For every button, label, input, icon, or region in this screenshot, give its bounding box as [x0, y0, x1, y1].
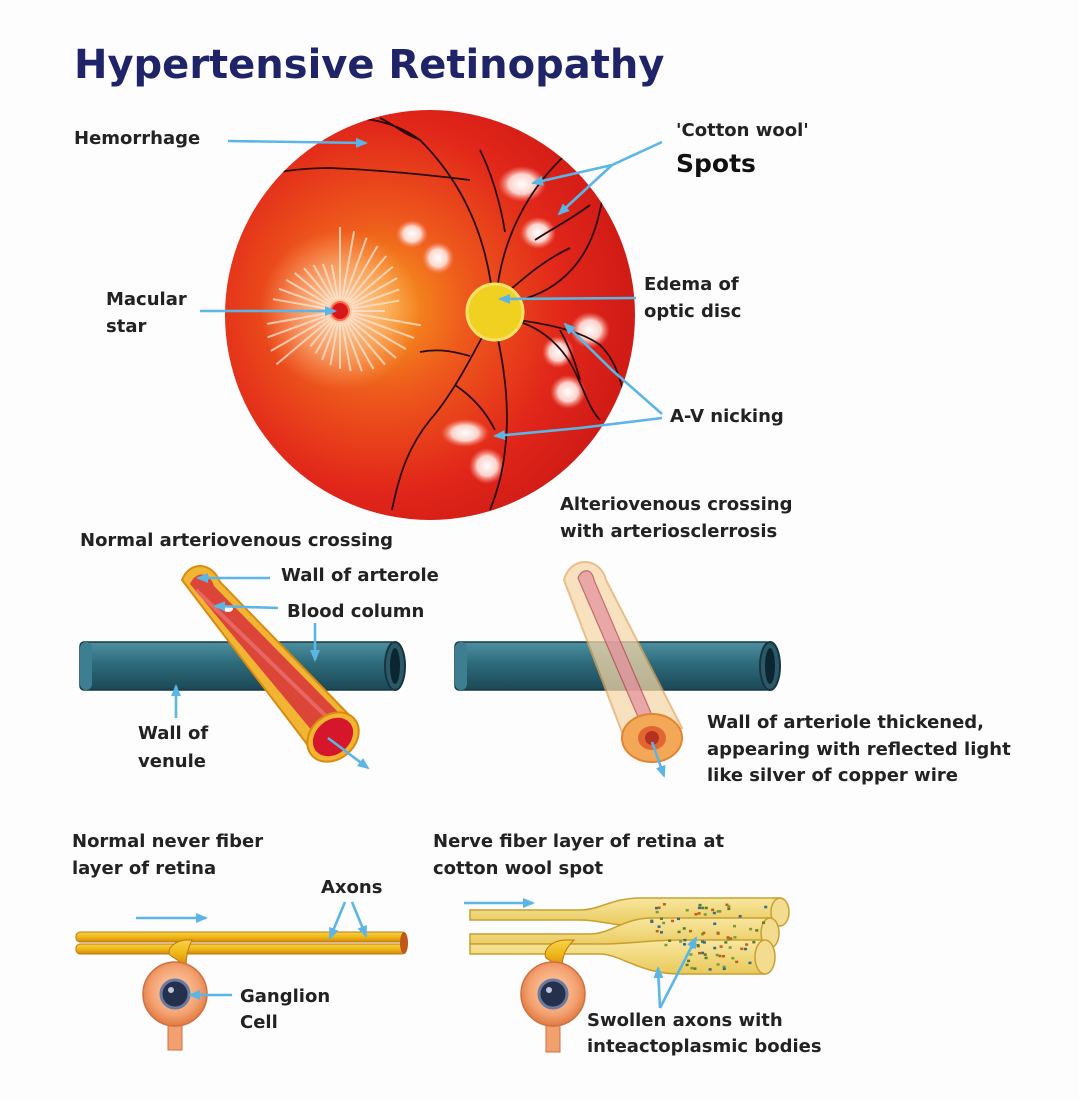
sclerotic-crossing-heading-line1: Alteriovenous crossing [560, 494, 792, 515]
edema-label-line1: Edema of [644, 274, 739, 295]
wall-of-arteriole-label: Wall of arterole [281, 565, 439, 586]
av-nicking-arrow-2 [493, 416, 663, 441]
normal-axons [75, 931, 408, 955]
ganglion-label-line2: Cell [240, 1012, 278, 1033]
wall-of-venule-label-line2: venule [138, 751, 206, 772]
axons-label: Axons [321, 877, 382, 898]
normal-crossing-heading: Normal arteriovenous crossing [80, 530, 393, 551]
blood-column-arrow [213, 601, 279, 612]
blood-flow-arrow [327, 736, 370, 770]
swollen-axons-label-line1: Swollen axons with [587, 1010, 783, 1031]
sclerotic-desc-line1: Wall of arteriole thickened, [707, 712, 984, 733]
fundus-illustration [225, 110, 635, 520]
axons-arrow-1 [328, 901, 347, 940]
cotton-wool-label-line1: 'Cotton wool' [676, 120, 809, 141]
wall-of-venule-label-line1: Wall of [138, 723, 208, 744]
sclerotic-desc-line3: like silver of copper wire [707, 765, 958, 786]
normal-nerve-heading-line1: Normal never fiber [72, 831, 263, 852]
optic-disc [465, 282, 525, 342]
normal-av-crossing: Normal arteriovenous crossing Wall of ar… [79, 530, 439, 772]
macular-star-label-line1: Macular [106, 289, 187, 310]
normal-nerve-fiber-layer: Normal never fiber layer of retina Axons… [72, 831, 408, 1051]
page-title: Hypertensive Retinopathy [74, 42, 664, 88]
retina-fundus [225, 110, 635, 520]
cotton-wool-arrow-2 [557, 164, 613, 216]
hemorrhage-arrow [227, 137, 368, 148]
sclerotic-flow-arrow [650, 741, 666, 778]
normal-nerve-heading-line2: layer of retina [72, 858, 216, 879]
cotton-wool-nerve-fiber-layer: Nerve fiber layer of retina at cotton wo… [433, 831, 822, 1057]
cotton-wool-spots [396, 166, 610, 484]
edema-arrow [498, 293, 637, 304]
swollen-axons-arrow-2 [653, 966, 664, 1009]
hemorrhage-label: Hemorrhage [74, 128, 200, 149]
sclerotic-arteriole [562, 561, 684, 763]
swollen-axons [469, 897, 790, 975]
sclerotic-crossing-heading-line2: with arteriosclerrosis [560, 521, 777, 542]
cotton-ganglion-cell [520, 939, 586, 1053]
edema-label-line2: optic disc [644, 301, 741, 322]
sclerotic-desc-line2: appearing with reflected light [707, 739, 1011, 760]
macular-star-label-line2: star [106, 316, 146, 337]
sclerotic-av-crossing: Alteriovenous crossing with arterioscler… [454, 494, 1011, 786]
cotton-nerve-heading-line1: Nerve fiber layer of retina at [433, 831, 724, 852]
cotton-nerve-heading-line2: cotton wool spot [433, 858, 603, 879]
macular-star [260, 227, 421, 390]
av-nicking-label: A-V nicking [670, 406, 784, 427]
swollen-axons-arrow-1 [658, 936, 698, 1009]
cotton-wool-label-line2: Spots [676, 149, 756, 178]
normal-ganglion-cell [142, 939, 208, 1051]
swollen-axons-label-line2: inteactoplasmic bodies [587, 1036, 822, 1057]
blood-column-label: Blood column [287, 601, 424, 622]
av-nicking-arrow-1 [563, 322, 663, 415]
normal-arteriole [180, 565, 360, 763]
axons-arrow-2 [350, 901, 368, 938]
ganglion-label-line1: Ganglion [240, 986, 330, 1007]
